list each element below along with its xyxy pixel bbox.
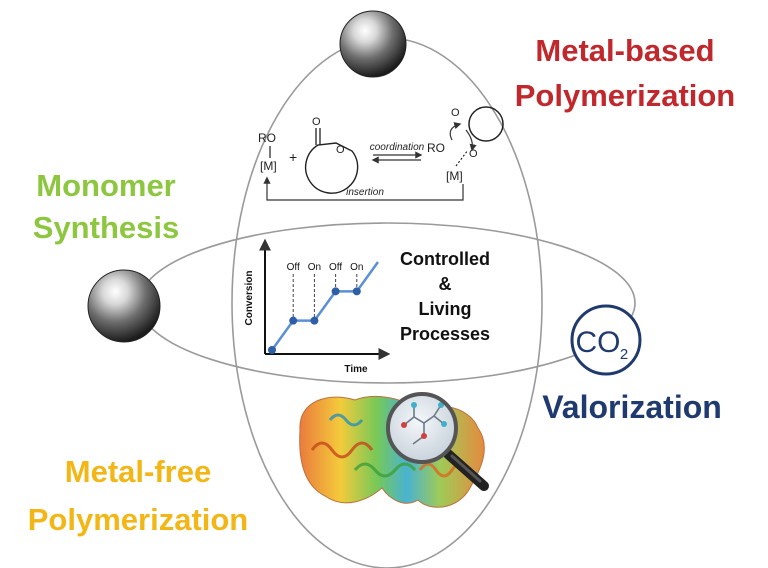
chart-point-1 <box>289 316 298 325</box>
switch-annotation-0: Off <box>287 262 300 273</box>
curved-arrow-1 <box>449 122 462 141</box>
molecule-atom-2 <box>421 433 427 439</box>
processes-line1: Controlled <box>400 249 490 269</box>
molecule-atom-5 <box>441 421 447 427</box>
monomer-label-line2: Synthesis <box>33 210 179 245</box>
switch-annotation-3: On <box>350 262 363 273</box>
co2-text: CO <box>576 326 621 359</box>
magnifier-rim <box>386 392 458 464</box>
conversion-series-line <box>270 261 380 351</box>
molecule-atom-1 <box>411 402 417 408</box>
chart-point-0 <box>268 346 276 354</box>
curved-arrow-2 <box>465 129 477 152</box>
magnifier-lens <box>388 394 456 462</box>
processes-line3: Living <box>419 299 472 319</box>
chart-point-3 <box>331 287 340 296</box>
metal-free-label-line2: Polymerization <box>28 502 249 537</box>
x-axis-label: Time <box>344 364 368 375</box>
top-sphere <box>339 10 407 78</box>
right-dashed-bond <box>455 149 469 167</box>
m-right: [M] <box>446 169 463 183</box>
protein-helix-b <box>353 462 417 478</box>
right-o-top: O <box>451 107 460 119</box>
insertion-label: insertion <box>346 187 384 198</box>
coordinated-ring <box>468 106 504 142</box>
chart-point-2 <box>310 316 319 325</box>
processes-line2: & <box>439 274 452 294</box>
coordination-label: coordination <box>370 142 425 153</box>
lactone-ring <box>304 142 359 194</box>
metal-free-label-line1: Metal-free <box>65 454 211 489</box>
left-sphere <box>87 269 161 343</box>
co2-badge: CO 2 <box>570 304 642 376</box>
ro-left: RO <box>258 131 276 145</box>
insertion-loop <box>263 176 464 201</box>
ro-right: RO <box>427 141 445 155</box>
molecule-atom-4 <box>401 422 407 428</box>
switch-annotation-1: On <box>308 262 321 273</box>
reaction-scheme: RO [M] + O O coordination RO [M] O O ins… <box>258 106 504 201</box>
protein-helix-d <box>328 413 364 427</box>
chart-point-4 <box>352 287 361 296</box>
valorization-label: Valorization <box>542 389 722 425</box>
switch-annotation-2: Off <box>329 262 342 273</box>
metal-based-label-line1: Metal-based <box>535 33 714 68</box>
molecule-atom-3 <box>438 402 444 408</box>
co2-circle <box>570 304 642 376</box>
magnifier-handle-highlight <box>450 454 482 483</box>
magnifier-icon <box>386 392 489 491</box>
carbonyl-o: O <box>312 116 321 128</box>
monomer-label-line1: Monomer <box>36 168 176 203</box>
conversion-time-chart: Conversion Time Off On Off On <box>244 238 391 375</box>
ring-o: O <box>336 144 345 156</box>
right-o-ring: O <box>469 148 478 160</box>
y-axis-label: Conversion <box>244 270 255 325</box>
m-left: [M] <box>260 159 277 173</box>
metal-based-label-line2: Polymerization <box>515 78 736 113</box>
horizontal-orbit <box>138 222 636 384</box>
plus-sign: + <box>289 149 297 165</box>
protein-helix-a <box>310 441 374 459</box>
co2-subscript: 2 <box>620 346 628 363</box>
processes-line4: Processes <box>400 324 490 344</box>
